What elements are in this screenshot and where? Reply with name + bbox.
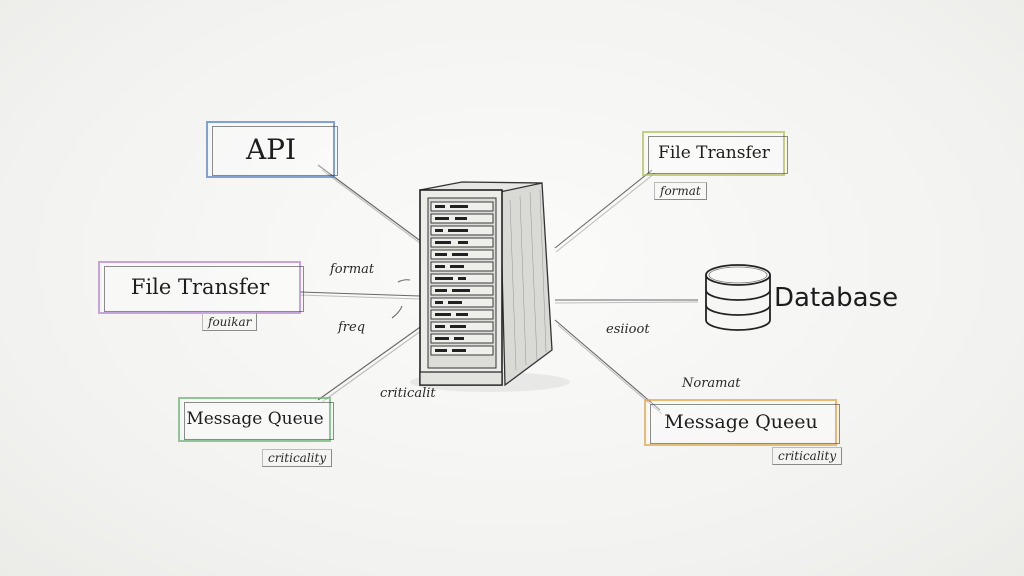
message-queue-right-node: Message Queeu [644, 399, 840, 446]
message-queue-left-label: Message Queue [186, 409, 324, 429]
server-rack-icon [410, 181, 570, 392]
file-transfer-right-tag: format [654, 182, 707, 200]
file-transfer-right-label: File Transfer [658, 143, 770, 163]
message-queue-right-label: Message Queeu [664, 411, 818, 433]
connector-file-transfer-left [299, 291, 421, 297]
file-transfer-left-tag: fouikar [202, 313, 258, 331]
database-label: Database [774, 283, 899, 313]
api-node: API [206, 121, 338, 178]
connector-message-queue-right [554, 319, 661, 411]
connector-api [317, 164, 431, 249]
file-transfer-right-node: File Transfer [642, 131, 788, 176]
connector-file-transfer-right [554, 169, 653, 249]
file-transfer-left-node: File Transfer [98, 261, 304, 314]
edge-label-esiioot: esiioot [606, 322, 650, 337]
file-transfer-left-label: File Transfer [130, 275, 270, 299]
edge-label-noramat: Noramat [682, 376, 741, 391]
api-label: API [245, 132, 297, 166]
edge-label-criticalit: criticalit [380, 386, 436, 401]
message-queue-left-tag: criticality [262, 449, 333, 467]
message-queue-left-node: Message Queue [178, 397, 334, 442]
database-icon [705, 264, 771, 331]
edge-label-format: format [330, 262, 375, 277]
edge-label-freq: freq [338, 320, 366, 335]
connector-message-queue-left [317, 319, 431, 401]
message-queue-right-tag: criticality [772, 447, 843, 465]
